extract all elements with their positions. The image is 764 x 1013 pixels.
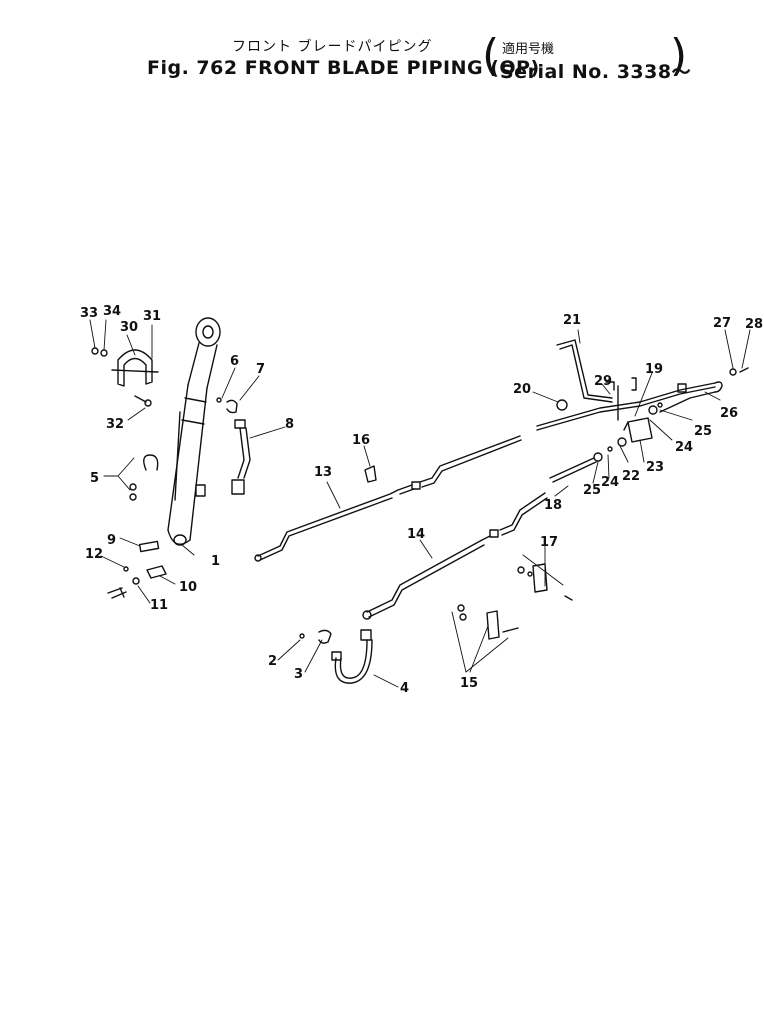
callout-26: 26: [720, 406, 738, 421]
callout-30: 30: [120, 320, 138, 335]
callout-12: 12: [85, 547, 103, 562]
blade-cylinder: [167, 317, 221, 546]
callout-23: 23: [646, 460, 664, 475]
callout-14: 14: [407, 527, 425, 542]
applicable-japanese: 適用号機: [502, 42, 555, 57]
hose-8: [216, 397, 251, 495]
callout-24b: 24: [601, 475, 619, 490]
callout-16: 16: [352, 433, 370, 448]
figure-header: フロント ブレードパイピング ( 適用号機 Fig. 762 FRONT BLA…: [0, 0, 764, 90]
callout-2: 2: [268, 654, 277, 669]
callout-6: 6: [230, 354, 239, 369]
hose-4: [299, 629, 373, 684]
pipe-19-26: [639, 367, 749, 413]
pipe-14: [362, 492, 548, 620]
callout-4: 4: [400, 681, 409, 696]
callout-10: 10: [179, 580, 197, 595]
callout-33: 33: [80, 306, 98, 321]
bracket-17: [517, 563, 573, 601]
callout-31: 31: [143, 309, 161, 324]
callout-19: 19: [645, 362, 663, 377]
callout-20: 20: [513, 382, 531, 397]
callout-11: 11: [150, 598, 168, 613]
callout-28: 28: [745, 317, 763, 332]
callout-3: 3: [294, 667, 303, 682]
callout-8: 8: [285, 417, 294, 432]
callout-25a: 25: [694, 424, 712, 439]
callout-29: 29: [594, 374, 612, 389]
leader-lines: [89, 319, 751, 688]
callout-18: 18: [544, 498, 562, 513]
valve-block: [549, 377, 663, 483]
u-bolt: [129, 454, 159, 501]
callout-5: 5: [90, 471, 99, 486]
pipe-13: [254, 435, 522, 562]
bracket-15: [457, 604, 519, 640]
callout-27: 27: [713, 316, 731, 331]
close-paren: ): [670, 30, 688, 81]
callout-17: 17: [540, 535, 558, 550]
callout-24a: 24: [675, 440, 693, 455]
callout-34: 34: [103, 304, 121, 319]
callout-1: 1: [211, 554, 220, 569]
open-paren: (: [482, 30, 500, 81]
callout-25b: 25: [583, 483, 601, 498]
title-japanese: フロント ブレードパイピング: [232, 39, 433, 55]
callout-7: 7: [256, 362, 265, 377]
callout-32: 32: [106, 417, 124, 432]
callout-15: 15: [460, 676, 478, 691]
callout-13: 13: [314, 465, 332, 480]
bracket-parts: [107, 540, 167, 599]
callout-21: 21: [563, 313, 581, 328]
pipe-21: [536, 339, 641, 431]
callout-numbers: 1 2 3 4 5 6 7 8 9 10 11 12 13 14 15 16 1…: [80, 304, 763, 696]
callout-9: 9: [107, 533, 116, 548]
figure-title: Fig. 762 FRONT BLADE PIPING (OP): [147, 57, 540, 79]
serial-number: Serial No. 3338～: [500, 61, 692, 83]
clamp-assembly: [91, 347, 159, 407]
callout-22: 22: [622, 469, 640, 484]
